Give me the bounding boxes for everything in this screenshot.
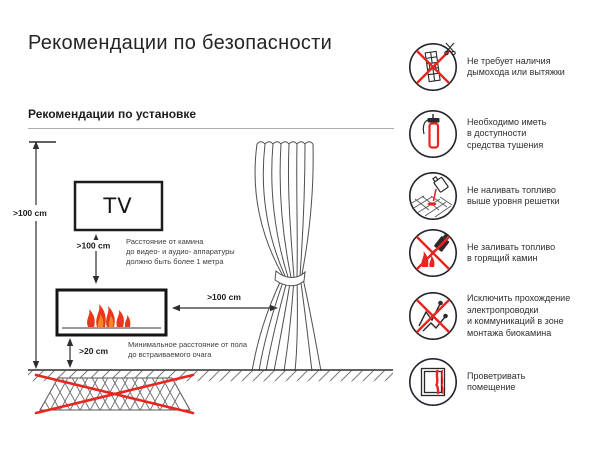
safety-item-line: и коммуникаций в зоне <box>467 316 564 326</box>
scissors-icon <box>444 42 456 56</box>
no-wiring-icon <box>408 291 458 341</box>
curtain-distance-label: >100 cm <box>207 292 241 302</box>
safety-item-line: электропроводки <box>467 304 539 315</box>
safety-item-line: Не наливать топливо <box>467 184 556 195</box>
curtain <box>251 141 322 372</box>
fuel-canister <box>432 175 449 193</box>
extinguisher-icon <box>408 109 458 159</box>
window-curtain <box>441 369 444 395</box>
prohibition-x-icon <box>416 50 450 84</box>
safety-item-line: Не заливать топливо <box>467 241 556 252</box>
flames <box>87 304 131 327</box>
fireplace <box>55 288 168 337</box>
safety-item-no-chimney: Не требует наличия дымохода или вытяжки <box>407 41 599 93</box>
section-divider <box>28 128 394 129</box>
prohibition-x-icon <box>416 299 450 333</box>
safety-item-line: монтажа биокамина <box>467 327 552 338</box>
tv-label: TV <box>102 194 132 218</box>
safety-item-no-refill-burning: Не заливать топливо в горящий камин <box>407 227 599 279</box>
installation-diagram: >100 cm TV >100 cm Расстояние от камина … <box>11 141 393 415</box>
no-chimney-icon <box>408 42 458 92</box>
wall-distance-label: >100 cm <box>13 208 47 218</box>
safety-item-line: Не требует наличия <box>467 55 551 66</box>
safety-item-no-wiring: Исключить прохождение электропроводки и … <box>407 290 599 342</box>
note-line: до видео- и аудио- аппаратуры <box>126 247 235 256</box>
floor-distance-label: >20 cm <box>79 346 109 356</box>
fuel-stream <box>432 188 437 202</box>
safety-list: Не требует наличия дымохода или вытяжки … <box>407 0 600 450</box>
safety-item-extinguisher: Необходимо иметь в доступности средства … <box>407 108 599 160</box>
safety-item-line: Исключить прохождение <box>467 293 571 303</box>
window <box>420 367 446 397</box>
safety-item-line: Необходимо иметь <box>467 116 547 127</box>
note-line: до встраиваемого очага <box>128 350 212 359</box>
no-refill-burning-icon <box>408 228 458 278</box>
page-title: Рекомендации по безопасности <box>28 32 333 54</box>
safety-item-line: помещение <box>467 382 516 392</box>
note-line: Расстояние от камина <box>126 237 204 246</box>
safety-item-line: дымохода или вытяжки <box>467 67 565 77</box>
safety-item-line: в горящий камин <box>467 253 538 263</box>
safety-item-text: Исключить прохождение электропроводки и … <box>467 293 599 339</box>
tv-distance-note: Расстояние от камина до видео- и аудио- … <box>126 237 235 266</box>
safety-item-no-overfill: Не наливать топливо выше уровня решетки <box>407 170 599 222</box>
safety-item-text: Необходимо иметь в доступности средства … <box>467 117 599 152</box>
safety-item-ventilate: Проветривать помещение <box>407 356 599 408</box>
fire-extinguisher <box>422 114 440 149</box>
tv-distance-arrow: >100 cm <box>73 234 114 284</box>
tv-box: TV <box>73 180 164 232</box>
prohibition-x-icon <box>416 236 450 270</box>
safety-item-text: Не наливать топливо выше уровня решетки <box>467 185 599 208</box>
safety-item-line: выше уровня решетки <box>467 196 560 206</box>
safety-item-text: Не требует наличия дымохода или вытяжки <box>467 56 599 79</box>
rug-prohibition-x <box>34 373 195 415</box>
rug <box>34 373 195 415</box>
floor-distance-note: Минимальное расстояние от пола до встраи… <box>128 340 248 359</box>
note-line: должно быть более 1 метра <box>126 257 224 266</box>
no-overfill-icon <box>408 171 458 221</box>
section-title: Рекомендации по установке <box>28 107 197 121</box>
fuel-spill <box>427 202 437 206</box>
ventilate-icon <box>408 357 458 407</box>
curtain-distance-arrow: >100 cm <box>172 292 278 312</box>
note-line: Минимальное расстояние от пола <box>128 340 248 349</box>
grate <box>409 195 453 218</box>
floor-hatch <box>28 370 393 382</box>
safety-item-line: Проветривать <box>467 370 526 381</box>
safety-item-text: Не заливать топливо в горящий камин <box>467 242 599 265</box>
floor-distance-arrow: >20 cm <box>66 338 109 368</box>
safety-item-line: средства тушения <box>467 139 544 150</box>
window-curtain <box>435 369 440 395</box>
safety-item-line: в доступности <box>467 128 527 139</box>
wall-distance-arrow: >100 cm <box>11 141 55 369</box>
safety-item-text: Проветривать помещение <box>467 371 599 394</box>
tv-distance-label: >100 cm <box>77 241 111 251</box>
curtain-tie <box>274 269 306 287</box>
